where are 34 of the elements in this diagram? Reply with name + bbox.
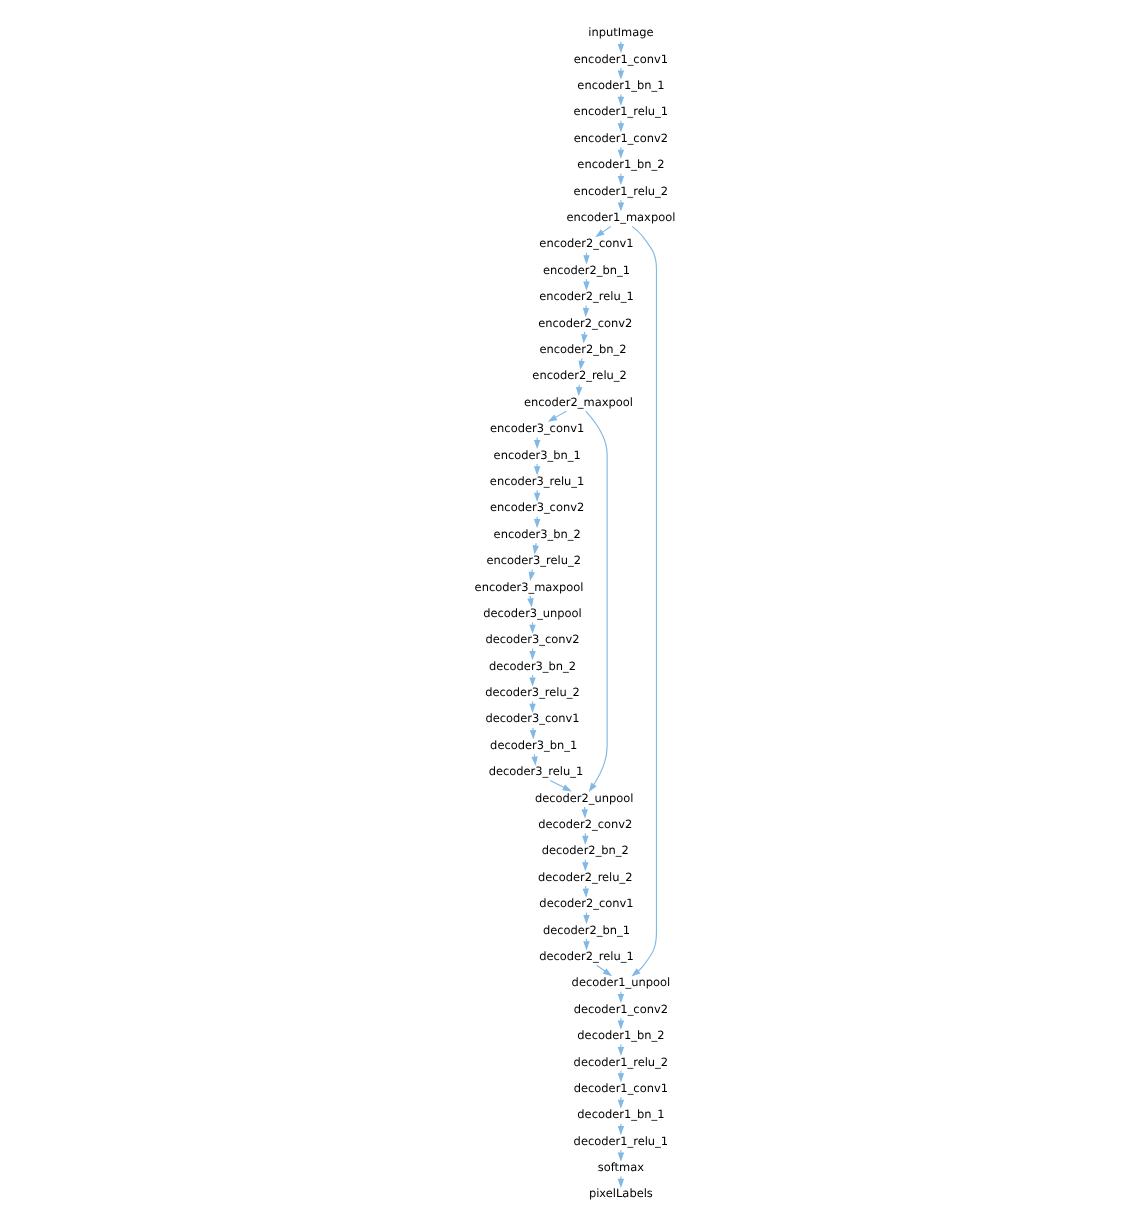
arrow — [616, 120, 624, 133]
arrow — [616, 1149, 624, 1162]
arrow — [546, 410, 566, 422]
arrow — [532, 436, 540, 450]
arrow — [530, 753, 537, 766]
arrow — [616, 1070, 624, 1083]
arrow — [584, 410, 607, 792]
arrow — [616, 1017, 624, 1030]
arrow — [616, 93, 624, 107]
arrow — [532, 489, 540, 502]
arrow — [595, 964, 612, 977]
arrow — [532, 516, 540, 529]
arrow — [616, 1175, 624, 1189]
arrow — [616, 173, 624, 186]
arrow — [531, 542, 538, 555]
arrow — [528, 700, 535, 713]
arrow — [581, 832, 588, 845]
arrow — [616, 991, 624, 1004]
arrow — [616, 1096, 624, 1109]
arrow — [616, 199, 624, 212]
arrow — [582, 278, 589, 291]
arrow — [527, 568, 535, 582]
arrow — [594, 225, 611, 238]
arrow — [532, 463, 540, 476]
arrow — [581, 305, 589, 318]
arrow — [616, 1123, 624, 1136]
arrow — [616, 41, 624, 54]
arrow — [577, 357, 584, 370]
arrow — [616, 146, 624, 159]
arrow — [528, 621, 535, 634]
arrow — [616, 1043, 624, 1057]
arrow — [616, 67, 624, 80]
arrow — [630, 225, 657, 977]
arrow — [528, 727, 536, 740]
